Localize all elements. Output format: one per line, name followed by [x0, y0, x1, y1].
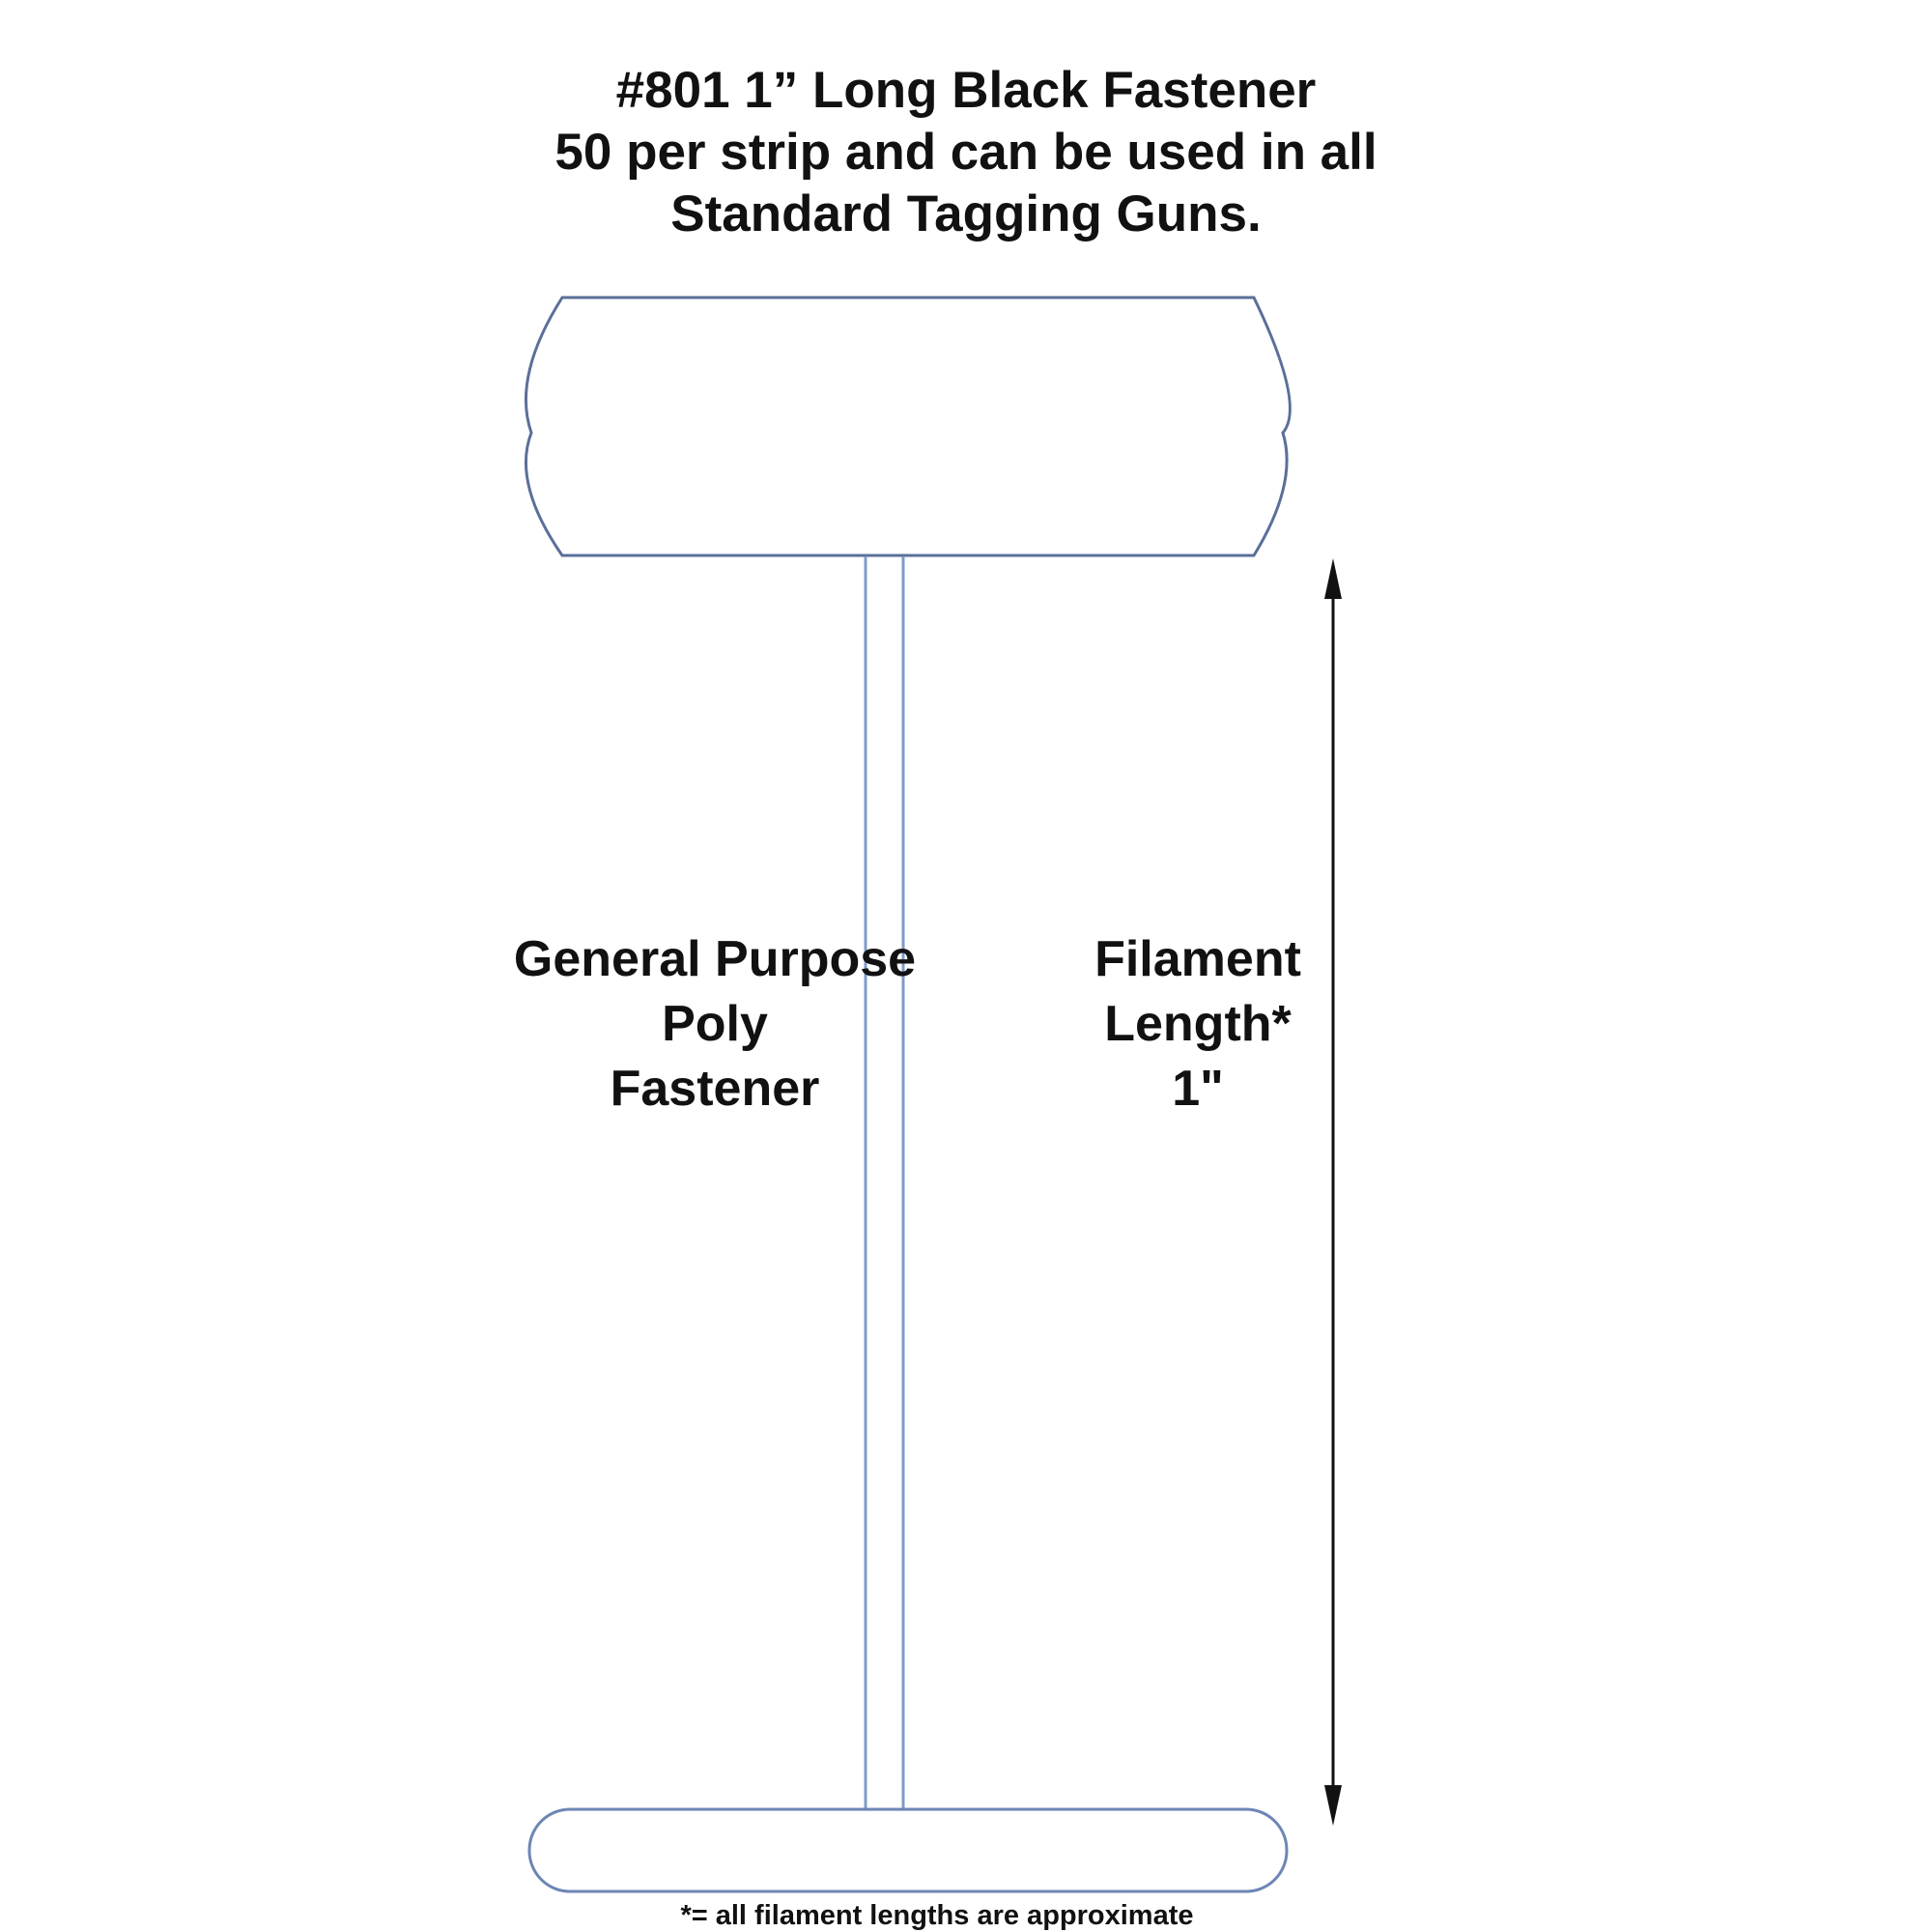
title-line-1: #801 1” Long Black Fastener: [615, 62, 1317, 119]
title-line-2: 50 per strip and can be used in all: [554, 124, 1378, 181]
dimension-label-line-1: Filament: [1094, 931, 1301, 987]
dimension-arrow-top-head: [1324, 558, 1342, 599]
fastener-head: [525, 296, 1292, 557]
dimension-label-line-3: 1": [1172, 1061, 1224, 1117]
dimension-label-line-2: Length*: [1104, 996, 1292, 1052]
fastener-label-line-1: General Purpose: [513, 931, 917, 987]
fastener-type-label: General Purpose Poly Fastener: [464, 927, 966, 1122]
title-line-3: Standard Tagging Guns.: [670, 185, 1262, 242]
fastener-crossbar: [527, 1807, 1289, 1893]
fastener-label-line-2: Poly: [662, 996, 768, 1052]
fastener-label-line-3: Fastener: [610, 1061, 820, 1117]
filament-length-label: Filament Length* 1": [1024, 927, 1372, 1122]
footnote: *= all filament lengths are approximate: [680, 1900, 1194, 1931]
dimension-arrow-bottom-head: [1324, 1785, 1342, 1826]
diagram-title: #801 1” Long Black Fastener 50 per strip…: [0, 60, 1932, 245]
